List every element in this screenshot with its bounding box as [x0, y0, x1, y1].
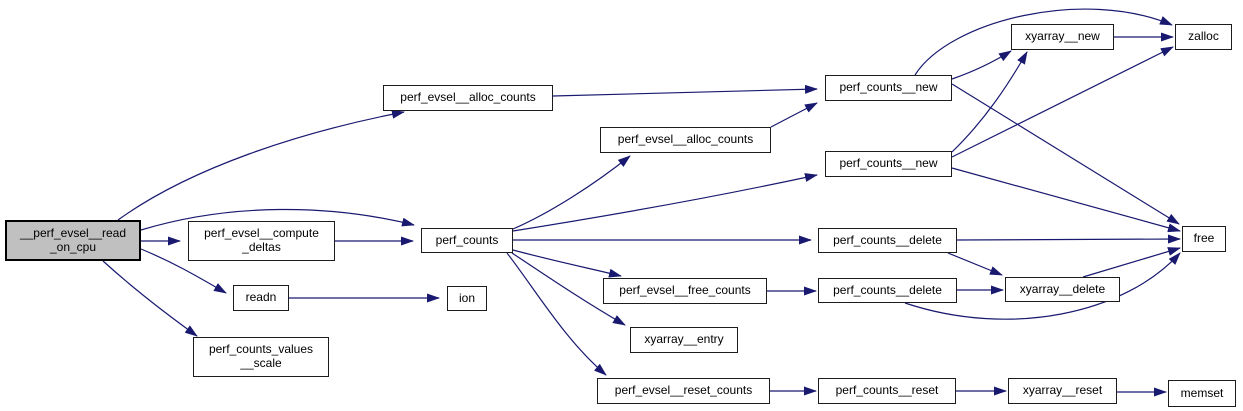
- node-label: xyarray__delete: [1019, 281, 1106, 296]
- node-label: __perf_evsel__read: [19, 225, 127, 240]
- node-label: perf_evsel__compute: [204, 226, 319, 241]
- edge-counts-new-2-to-xyarray-new: [951, 51, 1028, 153]
- edge-counts-new-2-to-zalloc: [951, 46, 1174, 158]
- node-label: perf_counts__new: [839, 80, 938, 95]
- edge-counts-delete-1-to-xyarray-delete: [947, 252, 1003, 276]
- node-counts-delete-1[interactable]: perf_counts__delete: [818, 228, 957, 253]
- node-label: memset: [1180, 385, 1224, 400]
- edge-counts-new-1-to-xyarray-new: [951, 50, 1012, 80]
- node-label: perf_evsel__free_counts: [619, 283, 751, 298]
- edge-perf-counts-to-xyarray-entry: [511, 252, 626, 326]
- node-label: free: [1193, 231, 1215, 246]
- node-alloc-counts-1[interactable]: perf_evsel__alloc_counts: [383, 85, 553, 111]
- node-reset-counts[interactable]: perf_evsel__reset_counts: [597, 378, 770, 404]
- edge-counts-new-2-to-free: [951, 167, 1181, 233]
- edge-alloc-counts-2-to-counts-new-1: [770, 102, 818, 128]
- edge-read-on-cpu-to-readn: [140, 248, 227, 294]
- node-label: __scale: [240, 356, 282, 370]
- edge-counts-delete-1-to-free: [956, 234, 1181, 244]
- edge-alloc-counts-1-to-counts-new-1: [552, 84, 818, 97]
- node-label: perf_counts: [435, 232, 499, 247]
- node-counts-delete-2[interactable]: perf_counts__delete: [818, 278, 957, 303]
- edge-read-on-cpu-to-perf-counts: [140, 208, 415, 231]
- node-readn[interactable]: readn: [233, 285, 289, 311]
- node-ion[interactable]: ion: [447, 286, 487, 311]
- node-memset[interactable]: memset: [1168, 380, 1236, 407]
- node-label: _deltas: [242, 240, 281, 254]
- node-free-counts[interactable]: perf_evsel__free_counts: [603, 278, 767, 304]
- node-label: readn: [245, 290, 277, 305]
- node-label: ion: [458, 290, 475, 305]
- node-label: xyarray__entry: [644, 332, 724, 347]
- node-label: perf_counts__delete: [833, 232, 942, 247]
- node-counts-new-1[interactable]: perf_counts__new: [825, 75, 952, 101]
- node-free[interactable]: free: [1182, 226, 1226, 252]
- node-label: perf_counts_values: [208, 342, 314, 357]
- edge-counts-new-1-to-zalloc: [914, 8, 1173, 76]
- edge-xyarray-delete-to-free: [1082, 247, 1181, 278]
- edge-read-on-cpu-to-alloc-counts-1: [117, 109, 405, 221]
- node-counts-reset[interactable]: perf_counts__reset: [818, 378, 956, 404]
- node-label: zalloc: [1188, 29, 1219, 44]
- node-label: perf_evsel__alloc_counts: [617, 132, 754, 147]
- edge-read-on-cpu-to-counts-values-scale: [102, 260, 198, 337]
- node-read-on-cpu: __perf_evsel__read_on_cpu: [5, 220, 141, 261]
- edge-perf-counts-to-alloc-counts-2: [512, 155, 631, 230]
- node-compute-deltas[interactable]: perf_evsel__compute_deltas: [188, 221, 335, 261]
- node-label: perf_evsel__reset_counts: [614, 383, 753, 398]
- edge-perf-counts-to-free-counts: [512, 249, 622, 278]
- node-xyarray-delete[interactable]: xyarray__delete: [1005, 277, 1120, 302]
- node-counts-new-2[interactable]: perf_counts__new: [825, 151, 952, 177]
- node-zalloc[interactable]: zalloc: [1175, 24, 1232, 50]
- node-label: perf_counts__delete: [833, 282, 942, 297]
- node-label: perf_evsel__alloc_counts: [400, 90, 536, 105]
- node-xyarray-entry[interactable]: xyarray__entry: [630, 327, 738, 353]
- node-label: xyarray__reset: [1022, 383, 1103, 398]
- node-label: _on_cpu: [49, 239, 97, 254]
- node-counts-values-scale[interactable]: perf_counts_values__scale: [193, 337, 329, 377]
- node-label: perf_counts__new: [839, 156, 938, 171]
- node-xyarray-reset[interactable]: xyarray__reset: [1008, 378, 1117, 404]
- edge-perf-counts-to-counts-new-2: [512, 173, 818, 232]
- node-alloc-counts-2[interactable]: perf_evsel__alloc_counts: [600, 127, 771, 153]
- edge-counts-delete-2-to-free: [904, 252, 1181, 320]
- edge-counts-new-1-to-free: [951, 83, 1180, 225]
- node-xyarray-new[interactable]: xyarray__new: [1011, 24, 1114, 50]
- node-label: xyarray__new: [1025, 29, 1100, 44]
- node-label: perf_counts__reset: [835, 383, 939, 398]
- node-perf-counts[interactable]: perf_counts: [421, 228, 513, 253]
- edge-perf-counts-to-reset-counts: [506, 252, 607, 376]
